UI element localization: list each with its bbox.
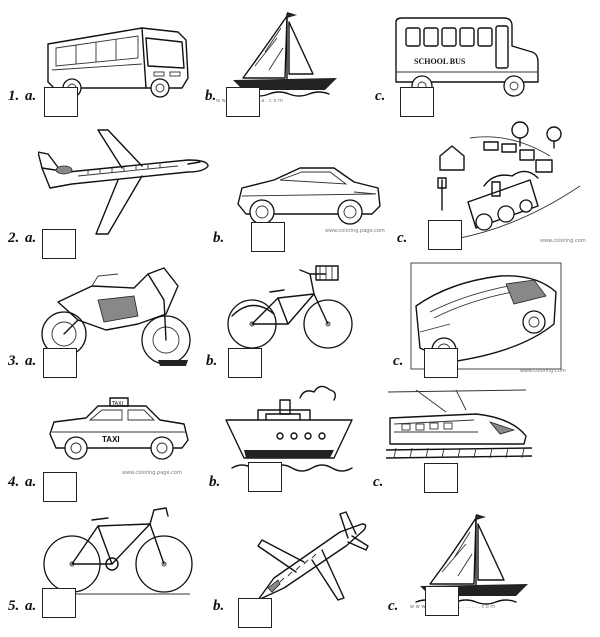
row-1-label-c: c. xyxy=(375,88,386,104)
jet-airplane-picture xyxy=(38,124,214,240)
row-5-label-a: a. xyxy=(25,598,37,614)
city-bicycle-icon xyxy=(227,265,353,349)
answer-box-2c[interactable] xyxy=(428,220,462,250)
answer-box-1a[interactable] xyxy=(44,87,78,117)
row-1-label-b: b. xyxy=(205,88,217,104)
motorcycle-picture xyxy=(38,260,198,372)
taxi-watermark: www.coloring.page.com xyxy=(122,470,182,476)
school-bus-text: SCHOOL BUS xyxy=(414,57,466,66)
row-3-label-b: b. xyxy=(206,353,218,369)
row-3-label-c: c. xyxy=(393,353,404,369)
row-2-number: 2. xyxy=(8,230,20,246)
bicycle-icon xyxy=(43,507,193,595)
row-5-label-b: b. xyxy=(213,598,225,614)
row-1-label-a: a. xyxy=(25,88,37,104)
row-4-label-c: c. xyxy=(373,474,384,490)
taxi-text: TAXI xyxy=(102,435,120,444)
row-5-number: 5. xyxy=(8,598,20,614)
answer-box-5b[interactable] xyxy=(238,598,272,628)
city-bicycle-picture xyxy=(226,258,354,356)
sailboat-icon xyxy=(228,12,337,97)
race-car-watermark: www.coloring.com xyxy=(520,368,566,374)
answer-box-3a[interactable] xyxy=(43,348,77,378)
row-1-number: 1. xyxy=(8,88,20,104)
row-2-label-a: a. xyxy=(25,230,37,246)
small-plane-icon xyxy=(257,511,369,601)
answer-box-4a[interactable] xyxy=(43,472,77,502)
answer-box-1b[interactable] xyxy=(226,87,260,117)
motorcycle-icon xyxy=(41,267,191,366)
row-4-label-a: a. xyxy=(25,474,37,490)
sports-car-watermark: www.coloring.page.com xyxy=(325,228,385,234)
taxi-icon: TAXI TAXI xyxy=(49,397,189,460)
row-3-label-a: a. xyxy=(25,353,37,369)
row-4-number: 4. xyxy=(8,474,20,490)
high-speed-train-icon xyxy=(386,389,532,459)
ship-icon xyxy=(225,385,353,472)
ship-picture xyxy=(222,380,358,482)
answer-box-3b[interactable] xyxy=(228,348,262,378)
answer-box-1c[interactable] xyxy=(400,87,434,117)
small-plane-picture xyxy=(244,506,372,608)
taxi-picture: TAXI TAXI xyxy=(46,392,192,470)
row-2-label-b: b. xyxy=(213,230,225,246)
steam-train-watermark: www.coloring.com xyxy=(540,238,586,244)
steam-train-picture xyxy=(420,116,588,244)
row-5-label-c: c. xyxy=(388,598,399,614)
jet-airplane-icon xyxy=(38,129,209,235)
school-bus-picture: SCHOOL BUS xyxy=(392,12,540,104)
answer-box-4c[interactable] xyxy=(424,463,458,493)
answer-box-2a[interactable] xyxy=(42,229,76,259)
sailboat-picture xyxy=(225,8,345,98)
sports-car-picture xyxy=(234,158,384,232)
answer-box-2b[interactable] xyxy=(251,222,285,252)
answer-box-4b[interactable] xyxy=(248,462,282,492)
svg-text:TAXI: TAXI xyxy=(111,401,123,407)
sports-car-icon xyxy=(237,167,381,225)
answer-box-5c[interactable] xyxy=(425,586,459,616)
steam-train-icon xyxy=(437,121,581,239)
row-3-number: 3. xyxy=(8,353,20,369)
high-speed-train-picture xyxy=(386,388,532,464)
row-2-label-c: c. xyxy=(397,230,408,246)
answer-box-3c[interactable] xyxy=(424,348,458,378)
answer-box-5a[interactable] xyxy=(42,588,76,618)
row-4-label-b: b. xyxy=(209,474,221,490)
school-bus-icon: SCHOOL BUS xyxy=(395,17,539,97)
bicycle-picture xyxy=(42,502,194,598)
